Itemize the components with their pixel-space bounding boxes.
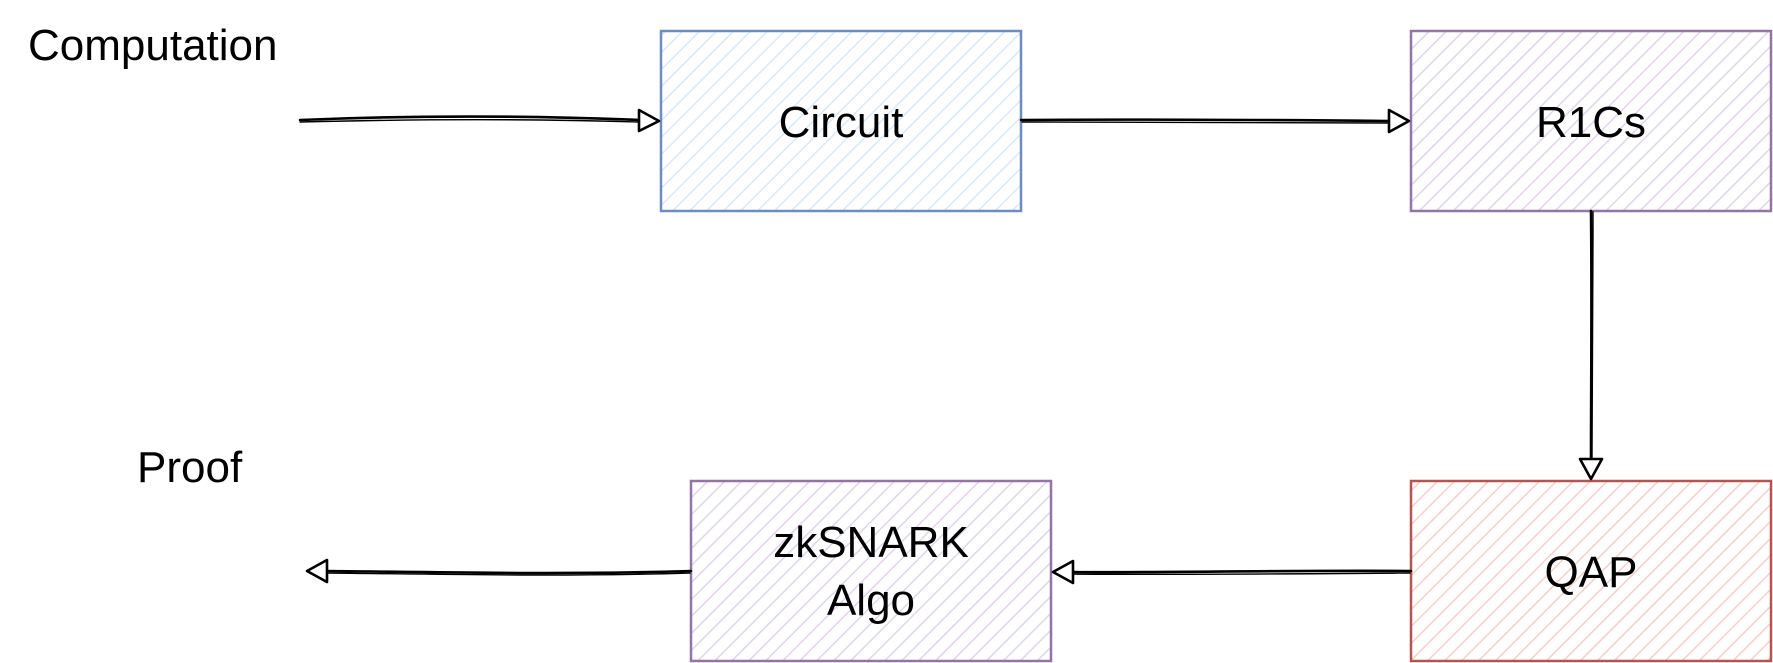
r1cs-node: R1Cs bbox=[1409, 29, 1773, 213]
qap-label: QAP bbox=[1545, 548, 1638, 597]
arrow-circuit-to-r1cs bbox=[1019, 108, 1411, 134]
qap-node: QAP bbox=[1409, 479, 1773, 663]
r1cs-label: R1Cs bbox=[1536, 98, 1646, 147]
arrow-computation-to-circuit bbox=[298, 108, 661, 133]
r1cs-box bbox=[1409, 29, 1773, 213]
qap-box bbox=[1409, 479, 1773, 663]
circuit-node: Circuit bbox=[659, 29, 1023, 213]
computation-label: Computation bbox=[28, 21, 277, 70]
circuit-label: Circuit bbox=[779, 98, 904, 147]
zksnark-label-line1: zkSNARK bbox=[773, 518, 969, 567]
zksnark-node: zkSNARK Algo bbox=[689, 479, 1053, 663]
zksnark-box bbox=[689, 479, 1053, 663]
arrow-zksnark-to-proof bbox=[305, 558, 693, 584]
zksnark-label-line2: Algo bbox=[827, 576, 915, 625]
arrow-qap-to-zksnark bbox=[1051, 559, 1413, 585]
proof-label: Proof bbox=[137, 443, 243, 492]
arrow-r1cs-to-qap bbox=[1578, 209, 1604, 481]
circuit-box bbox=[659, 29, 1023, 213]
